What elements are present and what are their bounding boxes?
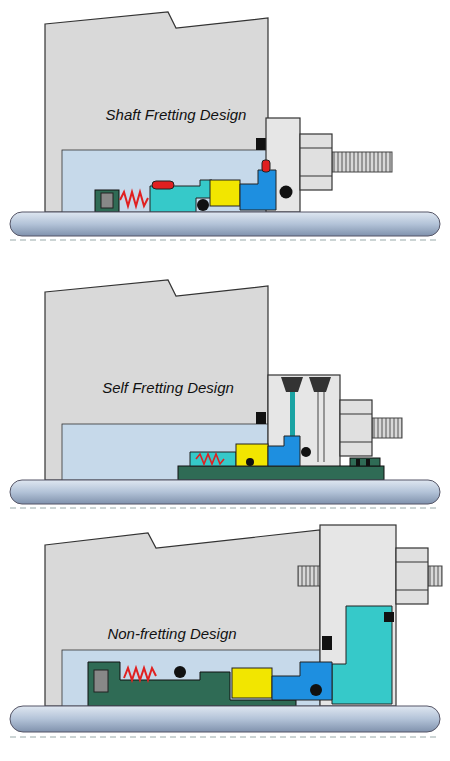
- port-plug: [309, 377, 331, 392]
- nut-edge: [396, 590, 428, 591]
- rotary-holder: [150, 180, 212, 212]
- o-ring: [280, 186, 293, 199]
- stationary-seat: [240, 170, 276, 210]
- centerline: [10, 737, 440, 738]
- o-ring: [301, 447, 311, 457]
- shaft: [10, 212, 440, 236]
- seal-chamber: [62, 150, 268, 212]
- gland-nut: [396, 548, 428, 604]
- gasket: [256, 138, 266, 150]
- centerline: [10, 508, 440, 509]
- drive-collar: [350, 458, 380, 466]
- drain-port: [324, 392, 325, 462]
- set-collar: [95, 190, 119, 212]
- rotary-holder: [190, 452, 236, 466]
- set-screw: [366, 459, 370, 466]
- o-ring: [384, 612, 394, 622]
- nut-edge: [340, 442, 372, 443]
- set-screw: [101, 193, 113, 208]
- shaft-sleeve: [178, 466, 384, 480]
- shaft-fretting-panel: [10, 12, 440, 240]
- nut-edge: [396, 562, 428, 563]
- port-plug: [281, 377, 303, 392]
- centerline: [10, 240, 440, 241]
- pump-housing: [45, 280, 268, 480]
- stationary-seat: [272, 662, 332, 700]
- spring: [196, 454, 224, 464]
- spring: [120, 192, 148, 206]
- set-screw: [356, 459, 360, 466]
- gasket: [256, 412, 266, 424]
- non-fretting-panel: [10, 525, 442, 737]
- shaft: [10, 480, 440, 504]
- set-screw: [94, 670, 108, 692]
- o-ring: [174, 666, 186, 678]
- gland-nut: [340, 400, 372, 456]
- self-fretting-panel: [10, 280, 440, 508]
- anti-rotation-pin: [262, 160, 270, 172]
- o-ring: [246, 458, 254, 466]
- stud-bolt: [332, 152, 392, 172]
- gland-plate: [268, 375, 340, 480]
- stud-bolt: [372, 418, 402, 438]
- spring: [124, 668, 156, 680]
- rotating-face: [210, 180, 240, 206]
- stationary-seat: [268, 436, 300, 466]
- gland-nut: [300, 134, 332, 190]
- drive-pin: [152, 181, 174, 189]
- nut-edge: [340, 414, 372, 415]
- stud-bolt: [298, 566, 320, 586]
- shaft: [10, 706, 440, 732]
- design-label: Self Fretting Design: [102, 379, 234, 397]
- rotating-face: [236, 444, 268, 466]
- rotating-face: [232, 668, 272, 698]
- stud-bolt: [428, 566, 442, 586]
- o-ring: [310, 684, 322, 696]
- nut-edge: [300, 148, 332, 149]
- design-label: Non-fretting Design: [107, 625, 236, 643]
- seal-sleeve: [88, 662, 296, 706]
- design-label: Shaft Fretting Design: [106, 106, 247, 124]
- stationary-insert: [332, 606, 392, 704]
- drain-port: [318, 392, 319, 462]
- nut-edge: [300, 176, 332, 177]
- gasket: [322, 636, 332, 650]
- o-ring: [197, 199, 209, 211]
- pump-housing: [45, 12, 268, 212]
